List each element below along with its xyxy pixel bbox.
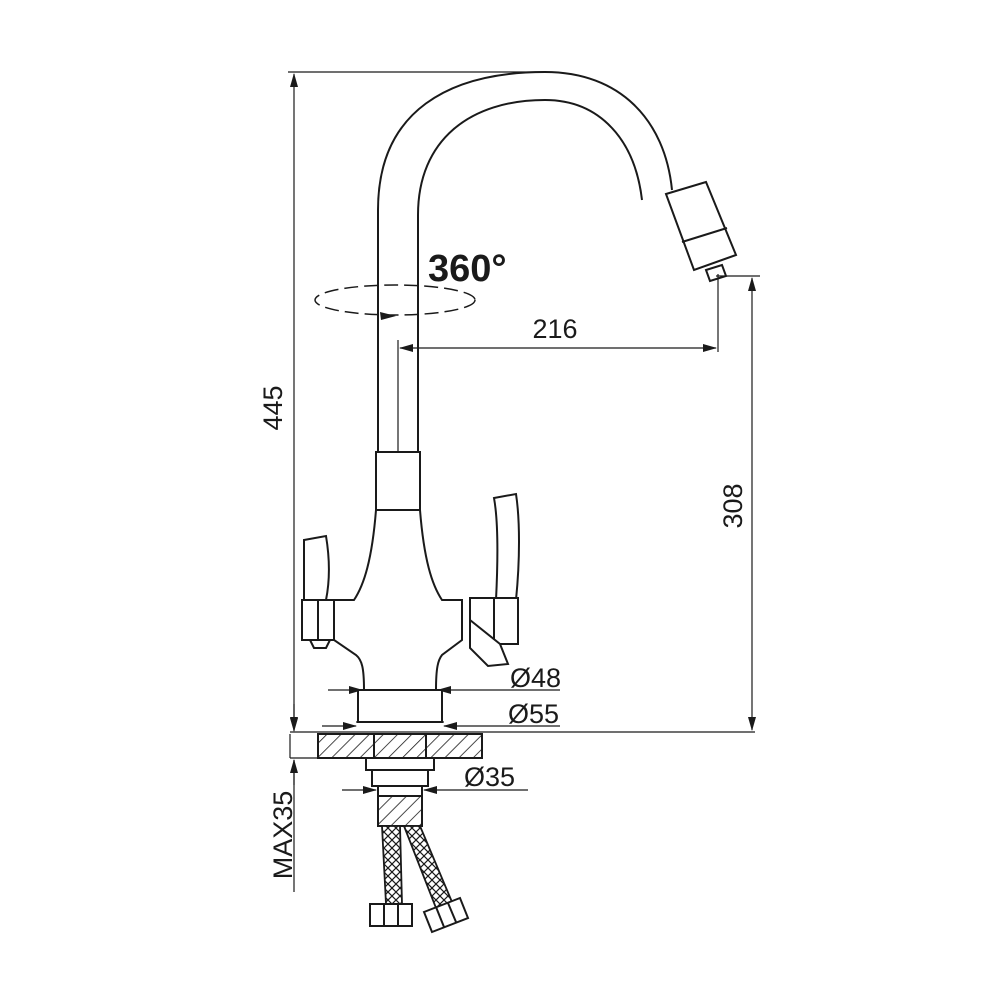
right-handle bbox=[469, 492, 520, 668]
hose-nut-right bbox=[422, 896, 470, 934]
left-handle bbox=[301, 534, 335, 649]
rotation-label: 360° bbox=[428, 248, 507, 290]
dim-label-308: 308 bbox=[718, 483, 748, 528]
supply-hoses bbox=[369, 825, 470, 934]
faucet-body bbox=[333, 451, 463, 723]
dimension-diameter-35: Ø35 bbox=[342, 762, 528, 794]
hose-nut-left bbox=[369, 903, 413, 927]
dimension-diameter-55: Ø55 bbox=[322, 699, 560, 730]
rotation-indicator: 360° bbox=[314, 248, 507, 320]
dimension-diameter-48: Ø48 bbox=[328, 663, 561, 694]
aerator bbox=[704, 263, 728, 283]
dimension-spout-height: 308 bbox=[716, 275, 760, 731]
dim-label-max35: MAX35 bbox=[268, 791, 298, 880]
dimension-total-height: 445 bbox=[258, 71, 545, 731]
dim-label-445: 445 bbox=[258, 385, 288, 430]
dimension-reach: 216 bbox=[397, 274, 719, 452]
dim-label-216: 216 bbox=[532, 314, 577, 344]
dim-label-d35: Ø35 bbox=[464, 762, 515, 792]
spray-head bbox=[664, 180, 738, 272]
dimension-max-deck: MAX35 bbox=[268, 704, 298, 892]
mounting-shank bbox=[365, 757, 435, 827]
deck-section bbox=[290, 731, 755, 759]
dim-label-d55: Ø55 bbox=[508, 699, 559, 729]
dim-label-d48: Ø48 bbox=[510, 663, 561, 693]
